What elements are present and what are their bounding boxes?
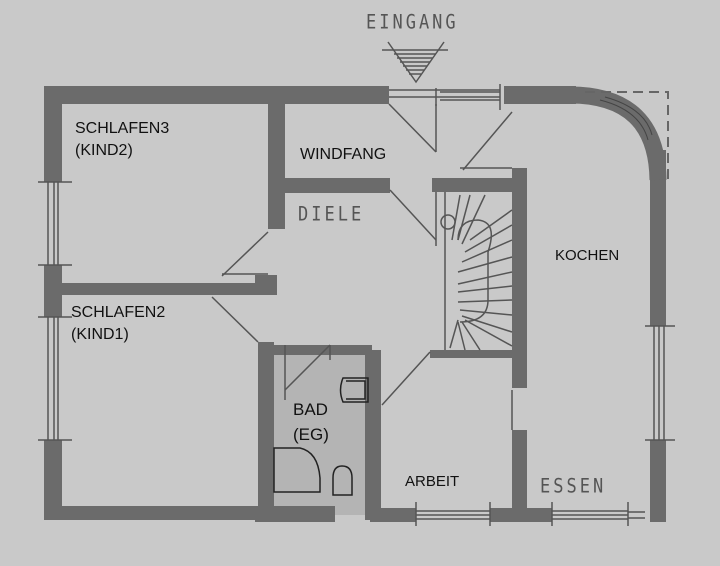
toilet <box>332 465 353 496</box>
staircase <box>440 192 513 351</box>
room-schlafen2: SCHLAFEN2 (KIND1) <box>71 302 165 345</box>
room-name: ESSEN <box>540 475 607 499</box>
bathroom-fixtures <box>273 377 369 496</box>
curved-wall <box>569 86 667 181</box>
room-name: DIELE <box>298 203 365 227</box>
shower-tray <box>273 447 321 493</box>
inner-walls <box>62 104 527 520</box>
room-name: WINDFANG <box>300 146 387 163</box>
outer-walls <box>44 86 666 522</box>
room-kochen: KOCHEN <box>555 246 619 266</box>
windows <box>38 84 675 526</box>
room-essen: ESSEN <box>540 474 606 500</box>
entrance-label: EINGANG <box>366 11 459 35</box>
bathroom-area <box>272 345 372 515</box>
room-schlafen3: SCHLAFEN3 (KIND2) <box>75 118 169 161</box>
room-subtitle: (KIND2) <box>75 141 133 159</box>
room-name: ARBEIT <box>405 473 460 490</box>
room-name: KOCHEN <box>555 247 620 264</box>
washbasin <box>339 377 369 403</box>
room-subtitle: (KIND1) <box>71 325 129 343</box>
room-subtitle: (EG) <box>293 424 329 444</box>
room-windfang: WINDFANG <box>300 144 386 166</box>
room-name: SCHLAFEN2 <box>71 304 166 321</box>
room-name: SCHLAFEN3 <box>75 120 170 137</box>
room-diele: DIELE <box>298 202 364 228</box>
doors <box>211 103 513 430</box>
entrance-arrow-icon <box>382 41 448 84</box>
room-name: BAD <box>293 400 328 419</box>
room-arbeit: ARBEIT <box>405 472 459 492</box>
room-bad: BAD (EG) <box>293 398 329 447</box>
